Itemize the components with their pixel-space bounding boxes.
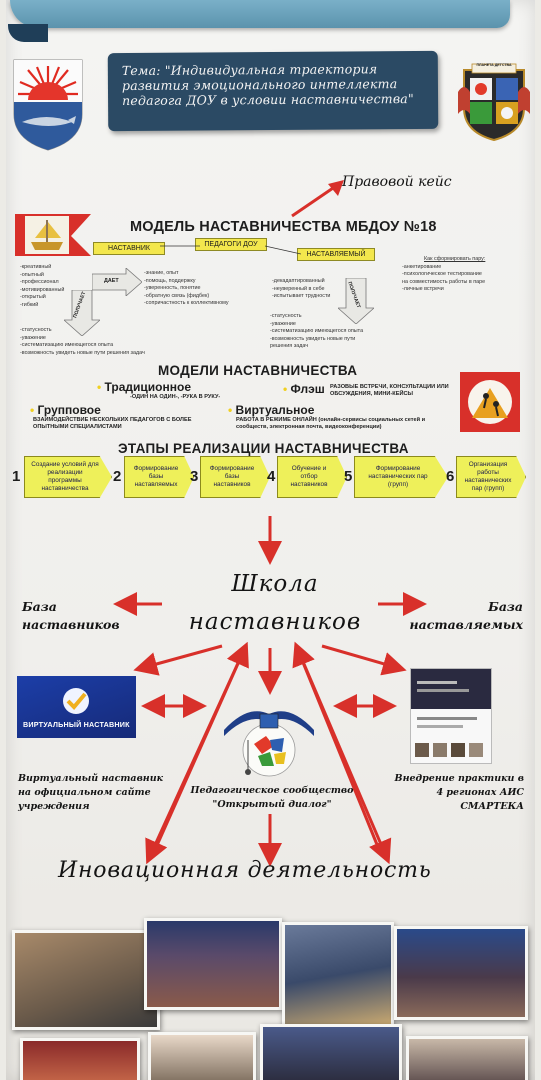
collage-photo — [394, 926, 528, 1020]
collage-photo — [260, 1024, 402, 1080]
give-arrow-icon — [92, 268, 142, 296]
model-virtual-desc: РАБОТА В РЕЖИМЕ ОНЛАЙН (онлайн-сервисы с… — [236, 417, 426, 430]
screenshot-line — [417, 689, 469, 692]
legal-case-label: Правовой кейс — [342, 174, 452, 190]
collage-photo — [148, 1032, 256, 1080]
model-flash-desc: РАЗОВЫЕ ВСТРЕЧИ, КОНСУЛЬТАЦИИ ИЛИ ОБСУЖД… — [330, 384, 449, 397]
stage-item: Обучение и отбор наставников — [277, 456, 347, 498]
stage-number: 3 — [190, 468, 199, 485]
stage-item: Формирование базы наставников — [200, 456, 270, 498]
pair-formation-list: Как сформировать пару: -анкетирование -п… — [402, 256, 486, 293]
stage-number: 5 — [344, 468, 353, 485]
receive-arrow-icon — [64, 290, 100, 336]
stage-number: 6 — [446, 468, 455, 485]
stage-item: Организация работы наставнических пар (г… — [456, 456, 526, 498]
city-coat-of-arms-icon — [13, 59, 83, 151]
teachers-pill: ПЕДАГОГИ ДОУ — [195, 238, 267, 251]
mentor-gets-list: -статусность -уважение -систематизацию и… — [20, 327, 145, 356]
base-mentees-label: База наставляемых — [409, 599, 523, 632]
model-flash: • Флэш — [283, 382, 325, 396]
ship-emblem-icon — [15, 214, 91, 256]
connector-line — [265, 245, 301, 255]
avatar — [451, 743, 465, 757]
collage-photo — [406, 1036, 528, 1080]
kindergarten-logo-icon — [458, 63, 530, 142]
open-dialogue-logo-icon — [224, 711, 314, 777]
mentor-gives-list: -знание, опыт -помощь, поддержку -уверен… — [144, 270, 229, 307]
models-title: МОДЕЛИ НАСТАВНИЧЕСТВА — [158, 363, 358, 378]
screenshot-line — [417, 725, 463, 728]
practice-caption: Внедрение практики в 4 регионах АИС СМАР… — [394, 773, 524, 812]
stage-item: Формирование базы наставляемых — [124, 456, 194, 498]
model-group-desc: ВЗАИМОДЕЙСТВИЕ НЕСКОЛЬКИХ ПЕДАГОГОВ С БО… — [33, 417, 192, 430]
model-group: • Групповое — [30, 403, 101, 417]
virtual-mentor-label: ВИРТУАЛЬНЫЙ НАСТАВНИК — [23, 720, 130, 729]
stage-item: Создание условий для реализации программ… — [24, 456, 112, 498]
stages-title: ЭТАПЫ РЕАЛИЗАЦИИ НАСТАВНИЧЕСТВА — [118, 441, 409, 456]
stage-number: 2 — [113, 468, 122, 485]
mentor-pill: НАСТАВНИК — [93, 242, 165, 255]
collage-photo — [282, 922, 394, 1028]
connector-line — [160, 245, 200, 247]
virtual-mentor-banner: ВИРТУАЛЬНЫЙ НАСТАВНИК — [17, 676, 136, 738]
model-virtual: • Виртуальное — [228, 403, 315, 417]
theme-box: Тема: "Индивидуальная траектория развити… — [107, 50, 439, 132]
stage-number: 1 — [12, 468, 21, 485]
avatar — [433, 743, 447, 757]
checkmark-icon — [63, 688, 89, 714]
community-caption: Педагогическое сообщество "Открытый диал… — [190, 785, 354, 810]
model-traditional-desc: -ОДИН НА ОДИН-, -РУКА В РУКУ- — [130, 394, 221, 400]
avatar — [469, 743, 483, 757]
avatar — [415, 743, 429, 757]
logo-caption: ПЛАНЕТА ДЕТСТВА — [476, 63, 512, 67]
top-strip — [10, 0, 510, 28]
top-strip-fold — [8, 24, 48, 42]
school-title: Школа наставников — [188, 571, 362, 635]
screenshot-line — [417, 681, 457, 684]
model-title: МОДЕЛЬ НАСТАВНИЧЕСТВА МБДОУ №18 — [130, 219, 437, 235]
school-arrows-icon — [113, 516, 427, 867]
receive-arrow-icon — [338, 278, 374, 324]
mentee-qualities-list: -декадаптированный -неуверенный в себе -… — [272, 278, 331, 300]
give-label: ДАЕТ — [104, 278, 119, 284]
stage-item: Формирование наставнических пар (групп) — [354, 456, 448, 498]
collage-photo — [12, 930, 160, 1030]
mentor-qualities-list: -креативный -опытный -профессионал -моти… — [20, 264, 65, 308]
collage-photo — [20, 1038, 140, 1080]
model-traditional: • Традиционное — [97, 380, 192, 394]
virtual-mentor-caption: Виртуальный наставник на официальном сай… — [18, 773, 164, 812]
theme-text: Тема: "Индивидуальная траектория развити… — [121, 61, 414, 109]
screenshot-line — [417, 717, 477, 720]
mentee-gets-list: -статусность -уважение -систематизацию и… — [270, 313, 364, 350]
mountain-climb-icon — [460, 372, 520, 432]
red-arrow-icon — [291, 180, 344, 218]
stage-number: 4 — [267, 468, 276, 485]
collage-photo — [144, 918, 282, 1010]
mentee-pill: НАСТАВЛЯЕМЫЙ — [297, 248, 375, 261]
base-mentors-label: База наставников — [22, 599, 120, 632]
innovation-title: Иновационная деятельность — [58, 858, 432, 883]
smarteka-screenshot — [410, 668, 492, 764]
